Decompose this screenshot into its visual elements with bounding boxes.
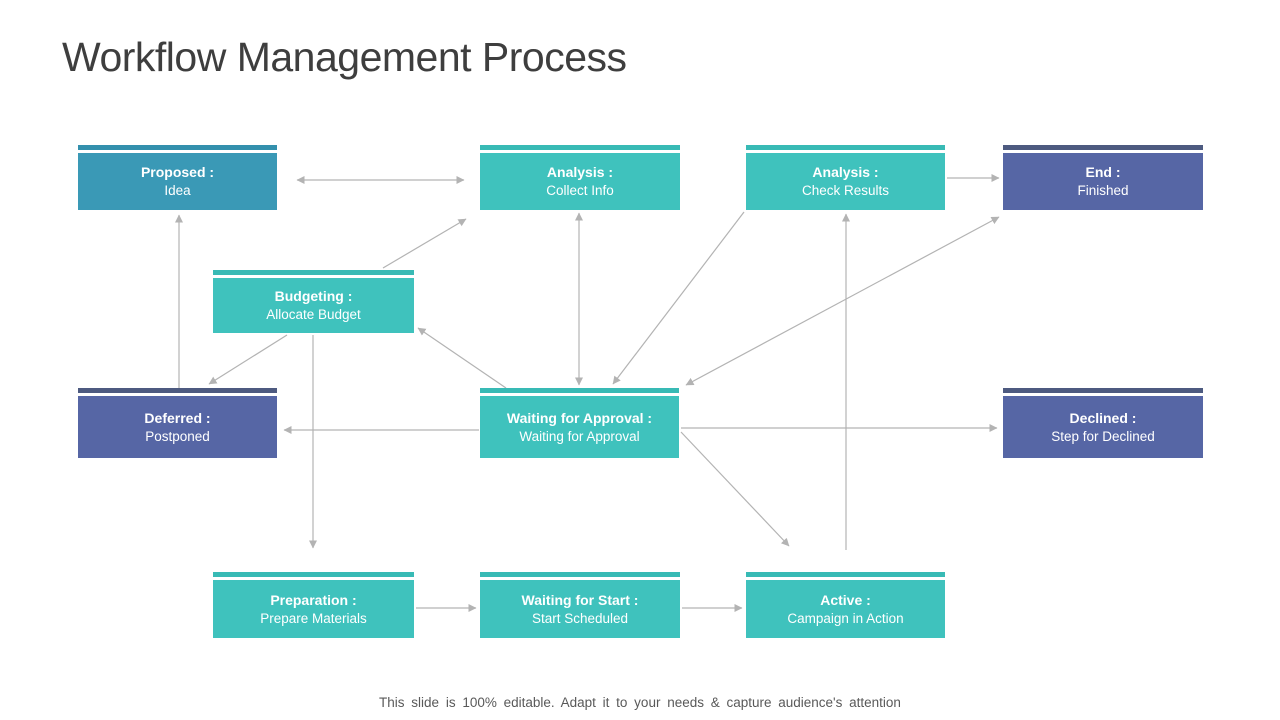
- node-subtitle: Campaign in Action: [787, 610, 904, 626]
- node-declined: Declined : Step for Declined: [1003, 388, 1203, 458]
- node-body: Declined : Step for Declined: [1003, 396, 1203, 458]
- arrow-waiting-approval-end: [685, 216, 1000, 386]
- node-budgeting: Budgeting : Allocate Budget: [213, 270, 414, 333]
- node-top-accent-bar: [213, 270, 414, 275]
- arrow-analysis-check-waiting-approval: [612, 211, 745, 385]
- node-top-accent-bar: [1003, 388, 1203, 393]
- node-analysis-collect: Analysis : Collect Info: [480, 145, 680, 210]
- node-subtitle: Allocate Budget: [266, 307, 361, 323]
- node-top-accent-bar: [746, 572, 945, 577]
- node-subtitle: Finished: [1077, 183, 1129, 199]
- node-body: Waiting for Start : Start Scheduled: [480, 580, 680, 638]
- node-title: Active :: [820, 591, 871, 608]
- node-analysis-check: Analysis : Check Results: [746, 145, 945, 210]
- node-title: Proposed :: [140, 164, 215, 181]
- arrow-budgeting-analysis-collect: [382, 218, 467, 269]
- node-subtitle: Step for Declined: [1051, 428, 1155, 444]
- node-top-accent-bar: [78, 388, 277, 393]
- node-top-accent-bar: [480, 572, 680, 577]
- node-top-accent-bar: [78, 145, 277, 150]
- node-top-accent-bar: [480, 388, 679, 393]
- node-title: Budgeting :: [274, 288, 353, 305]
- node-body: Preparation : Prepare Materials: [213, 580, 414, 638]
- node-subtitle: Check Results: [801, 183, 890, 199]
- node-active: Active : Campaign in Action: [746, 572, 945, 638]
- node-top-accent-bar: [1003, 145, 1203, 150]
- node-body: Analysis : Check Results: [746, 153, 945, 210]
- node-title: Waiting for Approval :: [506, 409, 653, 426]
- node-title: Analysis :: [546, 164, 614, 181]
- node-body: End : Finished: [1003, 153, 1203, 210]
- node-waiting-start: Waiting for Start : Start Scheduled: [480, 572, 680, 638]
- node-body: Deferred : Postponed: [78, 396, 277, 458]
- node-subtitle: Waiting for Approval: [519, 428, 640, 444]
- node-title: Analysis :: [812, 164, 879, 181]
- node-end: End : Finished: [1003, 145, 1203, 210]
- node-deferred: Deferred : Postponed: [78, 388, 277, 458]
- node-body: Budgeting : Allocate Budget: [213, 278, 414, 333]
- node-title: Deferred :: [144, 409, 211, 426]
- arrow-waiting-approval-active: [680, 431, 790, 547]
- node-waiting-approval: Waiting for Approval : Waiting for Approv…: [480, 388, 679, 458]
- node-title: Declined :: [1069, 409, 1137, 426]
- arrow-waiting-approval-budgeting: [417, 327, 507, 389]
- node-subtitle: Collect Info: [546, 183, 614, 199]
- node-body: Proposed : Idea: [78, 153, 277, 210]
- node-subtitle: Idea: [164, 183, 191, 199]
- node-top-accent-bar: [746, 145, 945, 150]
- node-body: Active : Campaign in Action: [746, 580, 945, 638]
- node-body: Analysis : Collect Info: [480, 153, 680, 210]
- node-subtitle: Start Scheduled: [531, 610, 629, 626]
- node-title: Preparation :: [270, 591, 357, 608]
- node-title: Waiting for Start :: [521, 591, 639, 608]
- slide-footer-note: This slide is 100% editable. Adapt it to…: [379, 695, 901, 710]
- node-preparation: Preparation : Prepare Materials: [213, 572, 414, 638]
- node-top-accent-bar: [213, 572, 414, 577]
- node-title: End :: [1085, 164, 1121, 181]
- node-subtitle: Prepare Materials: [260, 610, 367, 626]
- slide-title: Workflow Management Process: [62, 34, 627, 80]
- node-subtitle: Postponed: [145, 428, 210, 444]
- arrow-budgeting-deferred: [208, 334, 288, 385]
- node-body: Waiting for Approval : Waiting for Approv…: [480, 396, 679, 458]
- node-proposed: Proposed : Idea: [78, 145, 277, 210]
- node-top-accent-bar: [480, 145, 680, 150]
